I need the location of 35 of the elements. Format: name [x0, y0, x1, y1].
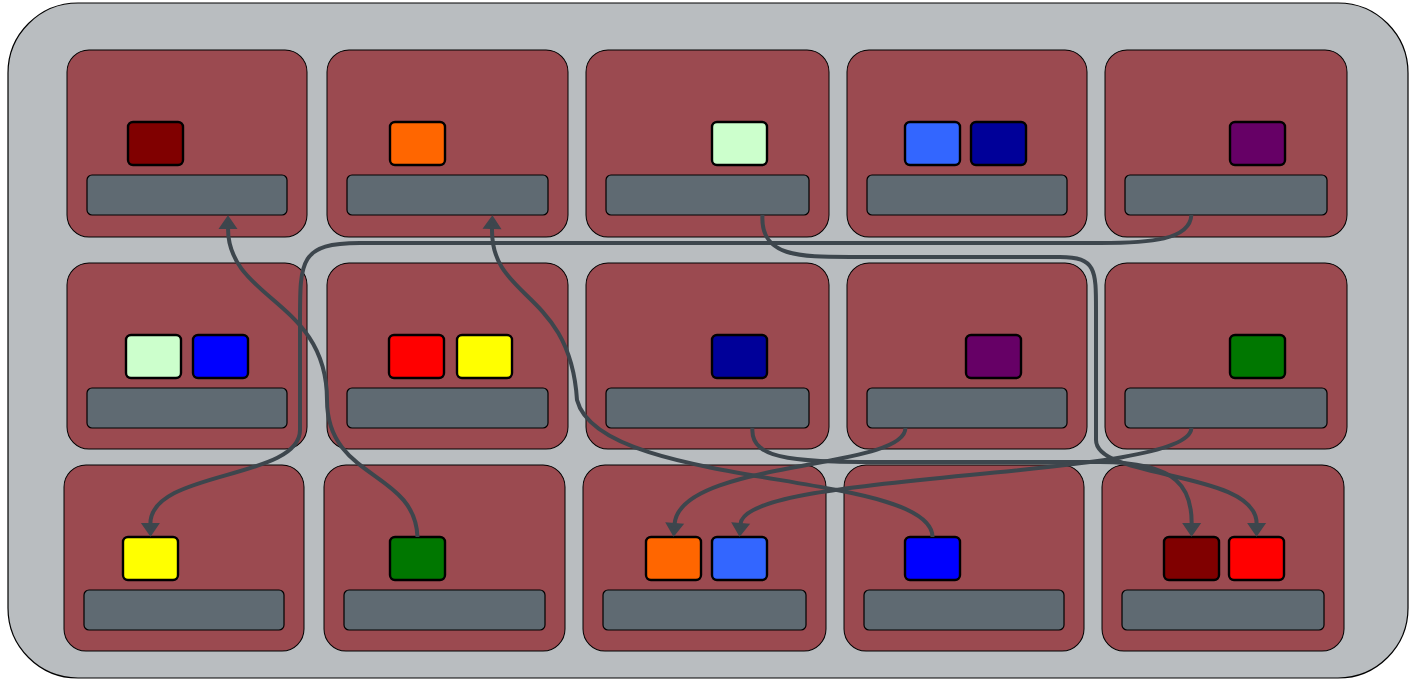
color-block: [388, 120, 447, 167]
color-block: [903, 535, 962, 582]
color-block: [903, 120, 962, 167]
color-block: [964, 333, 1023, 380]
slot-bar: [602, 589, 807, 631]
slot-bar: [605, 387, 810, 429]
slot-bar: [86, 387, 288, 429]
color-block: [191, 333, 250, 380]
color-block: [710, 120, 769, 167]
color-block: [1228, 333, 1287, 380]
color-block: [121, 535, 180, 582]
slot-bar: [866, 174, 1068, 216]
color-block: [124, 333, 183, 380]
slot-bar: [605, 174, 810, 216]
slot-bar: [866, 387, 1068, 429]
color-block: [710, 333, 769, 380]
slot-bar: [1124, 174, 1328, 216]
slot-bar: [1121, 589, 1325, 631]
slot-bar: [83, 589, 285, 631]
slot-bar: [86, 174, 288, 216]
slot-bar: [343, 589, 546, 631]
slot-bar: [346, 174, 549, 216]
color-block: [1227, 535, 1286, 582]
slot-bar: [346, 387, 549, 429]
color-block: [387, 333, 446, 380]
color-block: [969, 120, 1028, 167]
color-block: [126, 120, 185, 167]
color-block: [1228, 120, 1287, 167]
color-block: [710, 535, 769, 582]
slot-bar: [1124, 387, 1328, 429]
color-block: [455, 333, 514, 380]
color-block: [388, 535, 447, 582]
color-block: [1162, 535, 1221, 582]
slot-bar: [863, 589, 1065, 631]
color-block: [644, 535, 703, 582]
